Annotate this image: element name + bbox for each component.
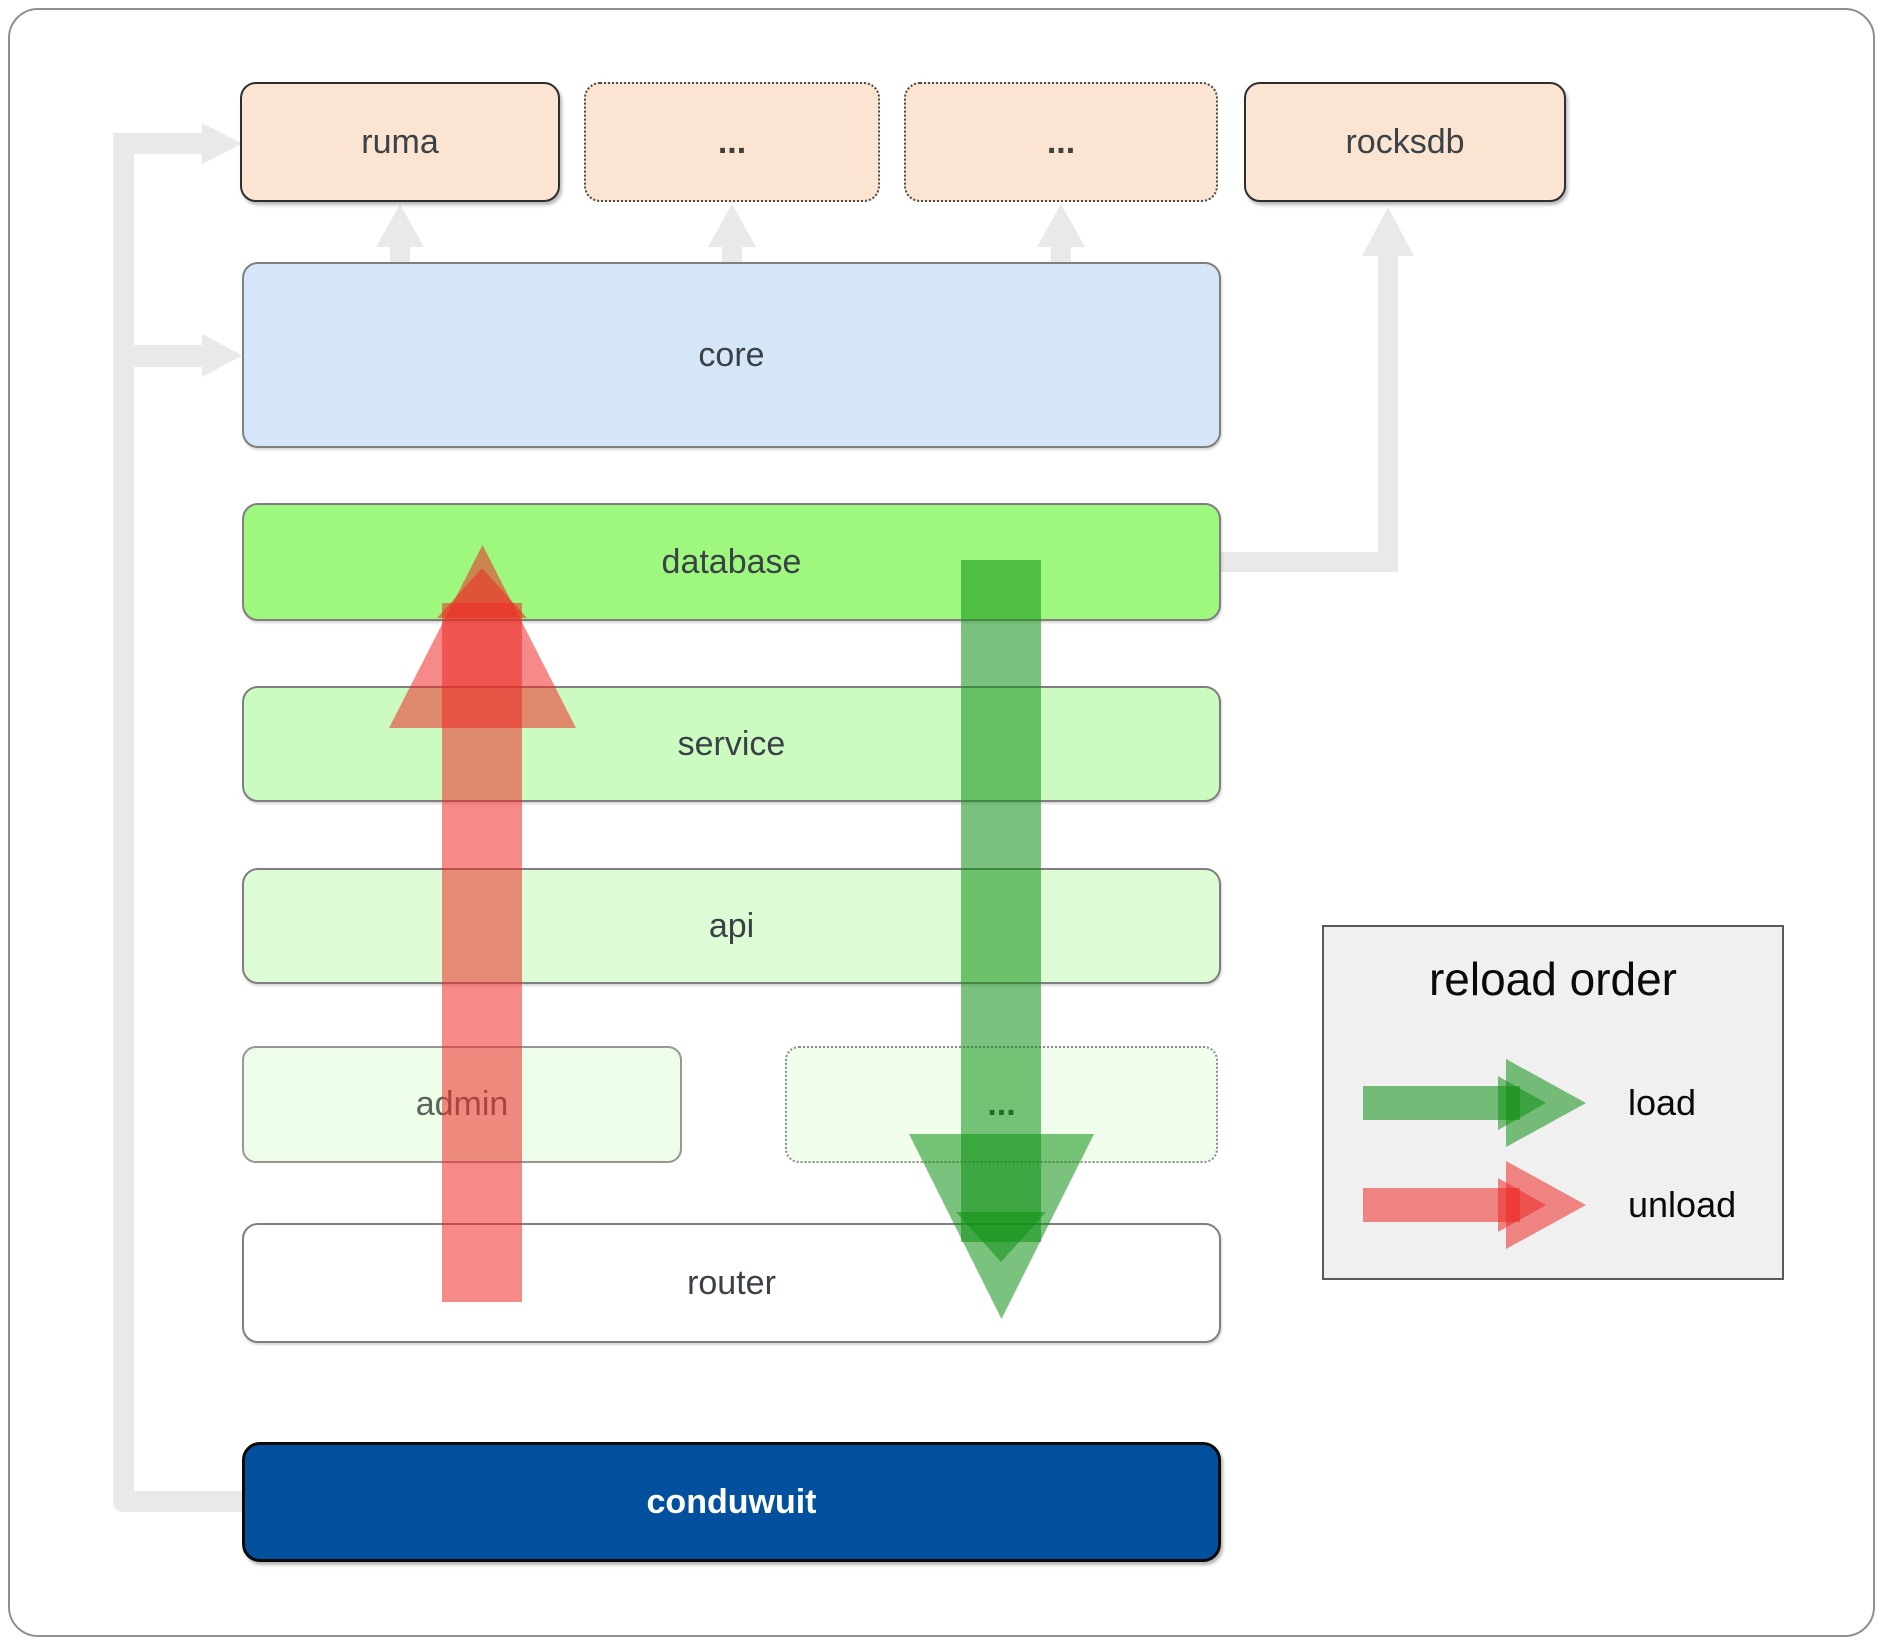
connector-database-to-rocksdb-vertical — [1378, 255, 1398, 572]
connector-core-to-dots2 — [1051, 246, 1071, 264]
node-ellipsis-1: ... — [584, 82, 880, 202]
node-service-label: service — [677, 724, 786, 763]
legend-unload-arrow-shaft — [1363, 1188, 1520, 1222]
legend-unload-label: unload — [1628, 1184, 1737, 1225]
node-conduwuit-label: conduwuit — [646, 1482, 817, 1521]
node-api: api — [242, 868, 1221, 984]
node-ellipsis-2-label: ... — [1046, 122, 1076, 161]
node-core-label: core — [698, 335, 765, 374]
node-ellipsis-2: ... — [904, 82, 1218, 202]
connector-branch-to-core — [113, 345, 203, 367]
node-api-label: api — [708, 906, 755, 945]
node-rocksdb-label: rocksdb — [1345, 122, 1465, 161]
node-rocksdb: rocksdb — [1244, 82, 1566, 202]
node-conduwuit: conduwuit — [242, 1442, 1221, 1562]
legend-load-arrow-shaft — [1363, 1086, 1520, 1120]
node-ruma-label: ruma — [361, 122, 439, 161]
connector-core-to-dots1 — [722, 246, 742, 264]
connector-from-conduwuit — [124, 1491, 242, 1512]
node-service: service — [242, 686, 1221, 802]
node-ruma: ruma — [240, 82, 560, 202]
legend-title: reload order — [1428, 953, 1678, 1005]
connector-branch-to-ruma — [113, 133, 203, 154]
outer-frame — [8, 8, 1875, 1637]
node-database: database — [242, 503, 1221, 621]
connector-core-to-ruma — [390, 246, 410, 264]
node-router-label: router — [687, 1263, 776, 1302]
node-database-label: database — [661, 542, 802, 581]
node-core: core — [242, 262, 1221, 448]
legend-load-label: load — [1628, 1082, 1697, 1123]
node-ellipsis-1-label: ... — [717, 122, 747, 161]
load-arrow-shaft — [961, 560, 1041, 1242]
node-router: router — [242, 1223, 1221, 1343]
connector-conduwuit-vertical-line — [113, 133, 134, 1512]
connector-database-to-rocksdb-horizontal — [1221, 552, 1398, 572]
